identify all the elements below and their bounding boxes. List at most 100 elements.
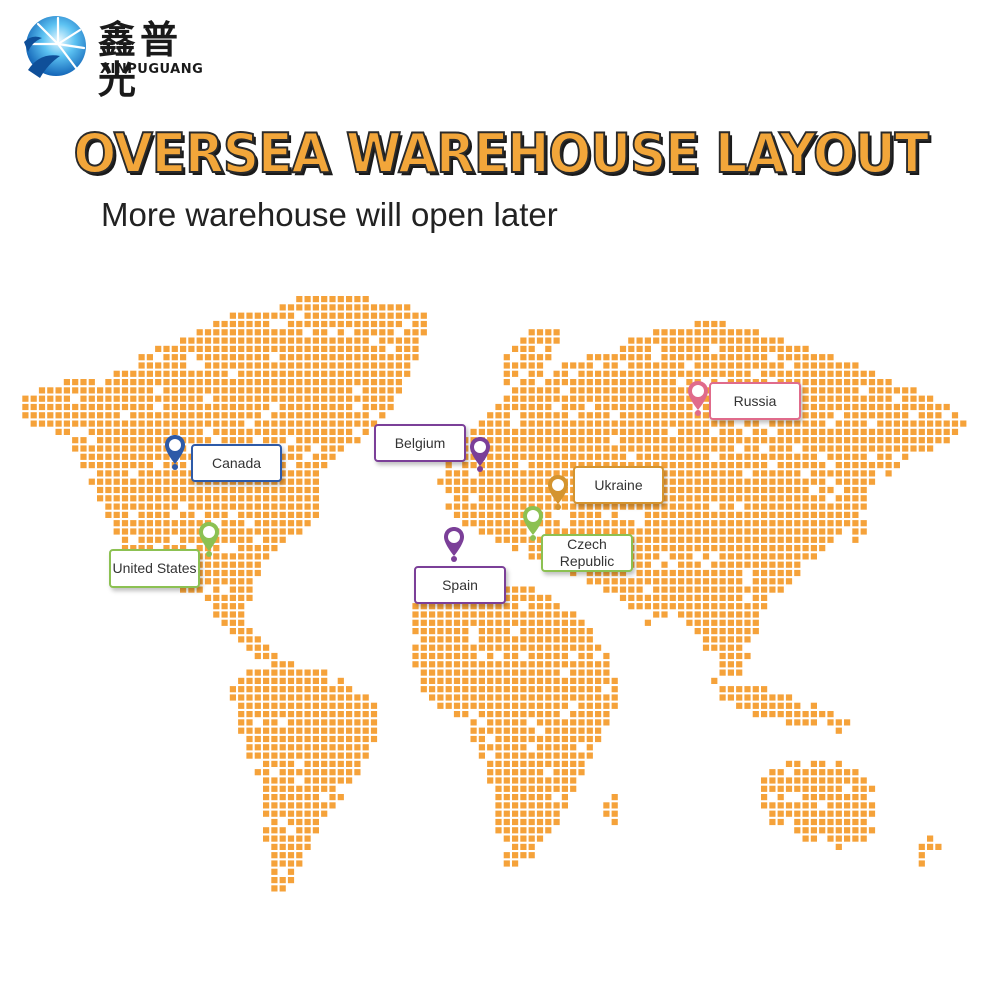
- map-dot: [229, 495, 236, 502]
- map-dot: [636, 561, 643, 568]
- map-dot: [553, 387, 560, 394]
- map-dot: [155, 486, 162, 494]
- map-dot: [545, 686, 552, 693]
- map-dot: [346, 744, 353, 751]
- map-dot: [553, 719, 560, 726]
- map-dot: [719, 528, 726, 535]
- map-dot: [80, 437, 87, 444]
- map-dot: [312, 354, 319, 361]
- map-dot: [686, 511, 693, 518]
- map-dot: [370, 403, 378, 411]
- map-dot: [512, 744, 519, 751]
- map-dot: [420, 686, 427, 693]
- map-dot: [844, 818, 851, 826]
- map-dot: [661, 345, 668, 352]
- map-dot: [229, 403, 236, 411]
- map-dot: [321, 677, 328, 684]
- map-dot: [221, 354, 228, 361]
- map-dot: [686, 503, 693, 510]
- map-dot: [180, 528, 187, 535]
- label-text: Ukraine: [594, 476, 643, 493]
- map-dot: [146, 486, 153, 494]
- map-dot: [271, 677, 278, 684]
- map-dot: [312, 312, 319, 319]
- map-dot: [121, 395, 129, 402]
- map-dot: [271, 785, 278, 792]
- map-dot: [213, 545, 220, 552]
- brand-name-en: XINPUGUANG: [100, 62, 204, 77]
- map-dot: [636, 545, 643, 552]
- map-dot: [711, 437, 718, 444]
- map-dot: [487, 420, 494, 427]
- map-dot: [802, 520, 809, 527]
- map-dot: [362, 719, 369, 726]
- map-dot: [163, 428, 170, 435]
- map-dot: [553, 785, 560, 792]
- map-dot: [495, 453, 502, 460]
- map-dot: [296, 769, 303, 776]
- map-dot: [727, 694, 734, 701]
- map-dot: [503, 594, 510, 601]
- map-dot: [238, 694, 245, 701]
- map-dot: [346, 320, 353, 328]
- map-dot: [254, 428, 261, 435]
- map-dot: [528, 379, 535, 386]
- map-dot: [370, 362, 378, 369]
- map-dot: [163, 362, 170, 369]
- map-dot: [678, 370, 685, 377]
- map-dot: [312, 412, 319, 419]
- map-dot: [545, 354, 552, 361]
- map-dot: [263, 520, 270, 527]
- map-dot: [337, 312, 344, 319]
- map-dot: [520, 536, 527, 543]
- map-dot: [263, 403, 270, 411]
- map-dot: [63, 403, 70, 411]
- map-dot: [835, 428, 842, 435]
- map-dot: [312, 802, 319, 809]
- map-dot: [520, 403, 527, 411]
- map-dot: [321, 337, 328, 344]
- map-dot: [669, 370, 676, 377]
- map-dot: [503, 611, 510, 618]
- map-dot: [868, 827, 876, 834]
- map-dot: [868, 379, 876, 386]
- map-dot: [395, 320, 402, 328]
- map-dot: [586, 702, 593, 709]
- map-dot: [669, 603, 676, 610]
- map-dot: [661, 354, 668, 361]
- map-dot: [121, 462, 129, 469]
- map-dot: [213, 403, 220, 411]
- map-dot: [536, 677, 544, 684]
- map-dot: [860, 486, 867, 494]
- map-dot: [619, 503, 627, 510]
- map-dot: [860, 478, 867, 485]
- map-dot: [254, 337, 261, 344]
- map-dot: [727, 628, 734, 635]
- map-dot: [188, 528, 195, 535]
- map-dot: [462, 711, 469, 718]
- map-dot: [312, 503, 319, 510]
- map-dot: [636, 403, 643, 411]
- map-dot: [636, 437, 643, 444]
- map-dot: [636, 379, 643, 386]
- map-dot: [520, 437, 527, 444]
- map-dot: [478, 686, 485, 693]
- map-dot: [528, 362, 535, 369]
- map-dot: [296, 478, 303, 485]
- map-dot: [354, 370, 361, 377]
- map-dot: [802, 445, 809, 452]
- map-dot: [619, 586, 627, 593]
- map-dot: [827, 370, 834, 377]
- map-dot: [603, 370, 610, 377]
- map-dot: [97, 437, 104, 444]
- map-dot: [304, 711, 311, 718]
- map-dot: [702, 586, 710, 593]
- map-dot: [229, 536, 236, 543]
- map-dot: [802, 412, 809, 419]
- map-dot: [121, 478, 129, 485]
- map-dot: [570, 686, 577, 693]
- map-dot: [503, 810, 510, 817]
- map-dot: [686, 470, 693, 477]
- map-dot: [312, 495, 319, 502]
- map-dot: [263, 760, 270, 767]
